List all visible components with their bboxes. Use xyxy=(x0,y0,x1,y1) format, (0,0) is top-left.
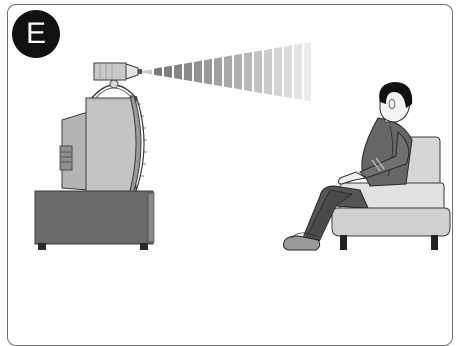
tv-cabinet xyxy=(35,191,154,250)
remote-sensor-emitter-icon xyxy=(94,63,142,80)
signal-beam-icon xyxy=(142,42,311,102)
television xyxy=(60,80,147,191)
